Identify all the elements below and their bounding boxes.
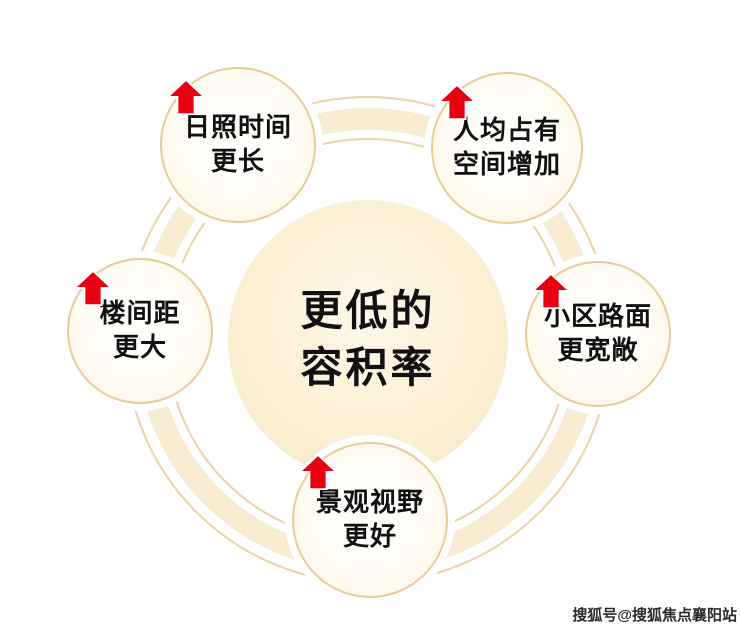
node-label-line: 景观视野 [315, 487, 424, 518]
up-arrow-icon [73, 270, 113, 306]
center-label: 更低的 容积率 [300, 283, 435, 396]
node-label: 小区路面 更宽敞 [544, 300, 652, 368]
node-label-line: 小区路面 [543, 301, 652, 332]
up-arrow-icon [437, 84, 477, 120]
center-label-line: 更低的 [300, 287, 436, 335]
up-arrow-icon [298, 454, 338, 490]
node-label-line: 空间增加 [452, 149, 561, 179]
up-arrow-icon [531, 273, 571, 309]
node-landscape-view: 景观视野 更好 [292, 442, 448, 598]
center-circle: 更低的 容积率 [228, 200, 508, 480]
watermark: 搜狐号@搜狐焦点襄阳站 [572, 607, 737, 624]
node-label-line: 更大 [112, 332, 167, 362]
node-building-spacing: 楼间距 更大 [67, 258, 213, 404]
node-label: 景观视野 更好 [316, 486, 424, 554]
node-per-capita-space: 人均占有 空间增加 [431, 72, 583, 224]
node-label-line: 更长 [210, 146, 265, 176]
node-label: 楼间距 更大 [99, 297, 180, 365]
center-label-line: 容积率 [300, 344, 436, 391]
node-label: 日照时间 更长 [184, 111, 292, 179]
node-label: 人均占有 空间增加 [453, 114, 561, 182]
node-sunshine-duration: 日照时间 更长 [160, 67, 316, 223]
node-label-line: 人均占有 [452, 115, 561, 146]
node-road-width: 小区路面 更宽敞 [525, 261, 671, 407]
node-label-line: 楼间距 [99, 298, 181, 329]
node-label-line: 日照时间 [183, 112, 292, 143]
node-label-line: 更好 [342, 521, 397, 551]
up-arrow-icon [166, 79, 206, 115]
node-label-line: 更宽敞 [557, 335, 639, 365]
